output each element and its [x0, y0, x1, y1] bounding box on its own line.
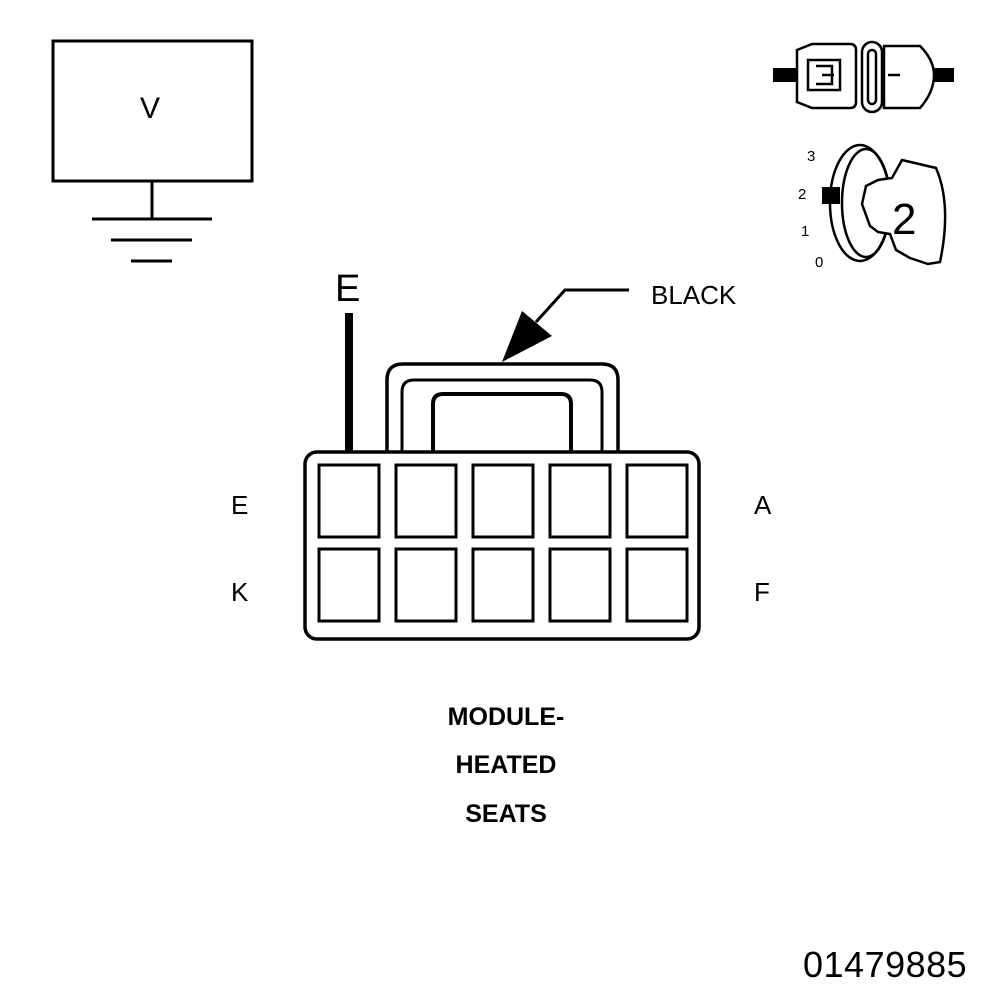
- ignition-key-icon: [773, 40, 954, 114]
- color-leader-line: [502, 288, 629, 362]
- pin-cavity: [471, 547, 535, 623]
- pin-cavity: [317, 547, 381, 623]
- pin-label-bottom-left: K: [231, 577, 249, 607]
- switch-position-1: 1: [801, 223, 810, 240]
- pin-cavity: [471, 463, 535, 539]
- ground-symbol-icon: [92, 181, 212, 263]
- ignition-switch-icon: [822, 143, 947, 266]
- pin-cavity: [625, 547, 689, 623]
- pin-cavity: [394, 547, 458, 623]
- connector-title-line-3: SEATS: [465, 800, 547, 828]
- pin-label-top-right: A: [754, 490, 772, 520]
- pin-cavity: [317, 463, 381, 539]
- pin-cavity: [394, 463, 458, 539]
- pin-label-top-left: E: [231, 490, 249, 520]
- switch-position-2: 2: [798, 186, 807, 203]
- pin-cavity: [548, 547, 612, 623]
- switch-position-0: 0: [815, 254, 824, 271]
- connector-title-line-2: HEATED: [455, 751, 557, 779]
- switch-position-3: 3: [807, 148, 816, 165]
- figure-id: 01479885: [803, 944, 968, 985]
- connector-title-line-1: MODULE-: [447, 703, 565, 731]
- connector-color-label: BLACK: [651, 280, 737, 310]
- voltmeter-label: V: [140, 92, 161, 125]
- pin-cavity-grid: [317, 463, 689, 623]
- switch-selected-position: 2: [892, 195, 917, 244]
- connector-icon: [303, 362, 701, 641]
- pin-label-bottom-right: F: [754, 577, 770, 607]
- probe-pin-label: E: [335, 268, 361, 310]
- pin-cavity: [548, 463, 612, 539]
- pin-cavity: [625, 463, 689, 539]
